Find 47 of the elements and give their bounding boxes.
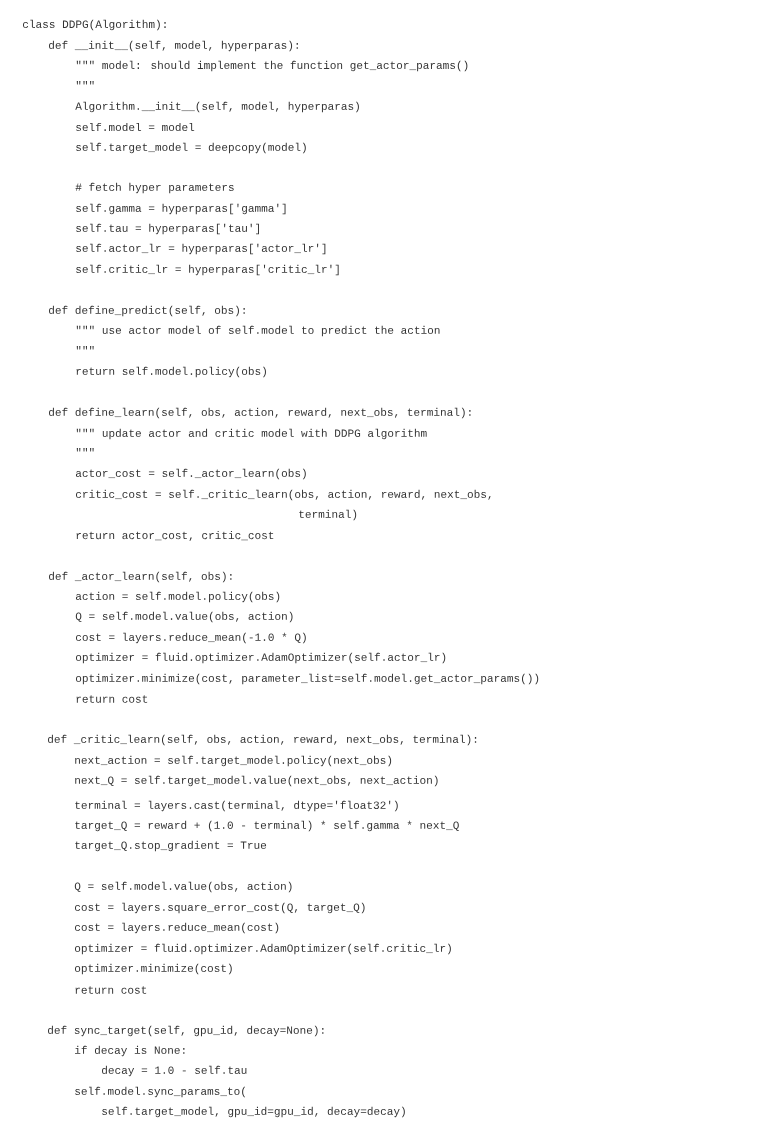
code-line: cost = layers.square_error_cost(Q, target_Q) (75, 902, 365, 914)
code-line: return actor_cost, critic_cost (76, 531, 274, 541)
code-line: def __init__(self, model, hyperparas): (49, 40, 298, 52)
code-line: critic_cost = self._critic_learn(obs, action, reward, next_obs, (76, 489, 491, 501)
code-line: optimizer.minimize(cost) (75, 963, 232, 975)
code-line: return cost (76, 695, 148, 703)
code-line: cost = layers.reduce_mean(cost) (75, 922, 279, 934)
code-line: """ (76, 448, 94, 452)
code-line: Q = self.model.value(obs, action) (75, 611, 293, 623)
code-line: cost = layers.reduce_mean(-1.0 * Q) (76, 632, 306, 644)
code-line: self.target_model, gpu_id=gpu_id, decay=decay) (102, 1106, 405, 1118)
code-line: actor_cost = self._actor_learn(obs) (75, 468, 306, 480)
code-line: """ use actor model of self.model to predict the action (76, 325, 440, 337)
code-line: def _critic_learn(self, obs, action, reward, next_obs, terminal): (48, 734, 477, 746)
code-line: """ (76, 346, 94, 350)
code-line: terminal) (299, 509, 357, 521)
code-line: action = self.model.policy(obs) (75, 591, 280, 603)
code-line: Algorithm.__init__(self, model, hyperparas) (75, 101, 359, 113)
code-line: self.gamma = hyperparas['gamma'] (76, 203, 286, 215)
code-line: optimizer = fluid.optimizer.AdamOptimizer(self.actor_lr) (76, 652, 446, 664)
code-line: self.tau = hyperparas['tau'] (76, 223, 259, 235)
code-line: next_action = self.target_model.policy(next_obs) (75, 755, 392, 767)
code-line: target_Q.stop_gradient = True (75, 840, 267, 852)
code-line: # fetch hyper parameters (75, 182, 234, 194)
code-line: self.actor_lr = hyperparas['actor_lr'] (76, 243, 326, 255)
code-line: """ (76, 81, 94, 85)
code-line: def define_learn(self, obs, action, reward, next_obs, terminal): (49, 407, 471, 419)
code-line: return cost (75, 986, 147, 994)
code-line: def define_predict(self, obs): (49, 305, 245, 317)
code-line: optimizer = fluid.optimizer.AdamOptimizer(self.critic_lr) (75, 943, 451, 955)
code-line: self.critic_lr = hyperparas['critic_lr'] (76, 264, 339, 276)
code-line: """ model: should implement the function get_actor_params() (76, 60, 468, 72)
code-line: optimizer.minimize(cost, parameter_list=self.model.get_actor_params()) (76, 673, 539, 685)
code-line: decay = 1.0 - self.tau (102, 1065, 247, 1077)
code-line: self.model.sync_params_to( (75, 1086, 246, 1098)
code-line: class DDPG(Algorithm): (23, 19, 166, 31)
code-line: next_Q = self.target_model.value(next_obs, next_action) (75, 775, 438, 787)
code-line: self.target_model = deepcopy(model) (76, 142, 306, 154)
code-line: """ update actor and critic model with DDPG algorithm (76, 428, 427, 440)
code-line: def _actor_learn(self, obs): (49, 571, 232, 583)
code-line: target_Q = reward + (1.0 - terminal) * self.gamma * next_Q (75, 820, 459, 832)
code-line: self.model = model (76, 122, 195, 132)
code-line: Q = self.model.value(obs, action) (74, 881, 292, 893)
code-line: terminal = layers.cast(terminal, dtype='float32') (75, 800, 398, 812)
code-line: if decay is None: (75, 1045, 185, 1057)
code-line: def sync_target(self, gpu_id, decay=None): (48, 1025, 324, 1037)
code-line: return self.model.policy(obs) (76, 366, 266, 378)
